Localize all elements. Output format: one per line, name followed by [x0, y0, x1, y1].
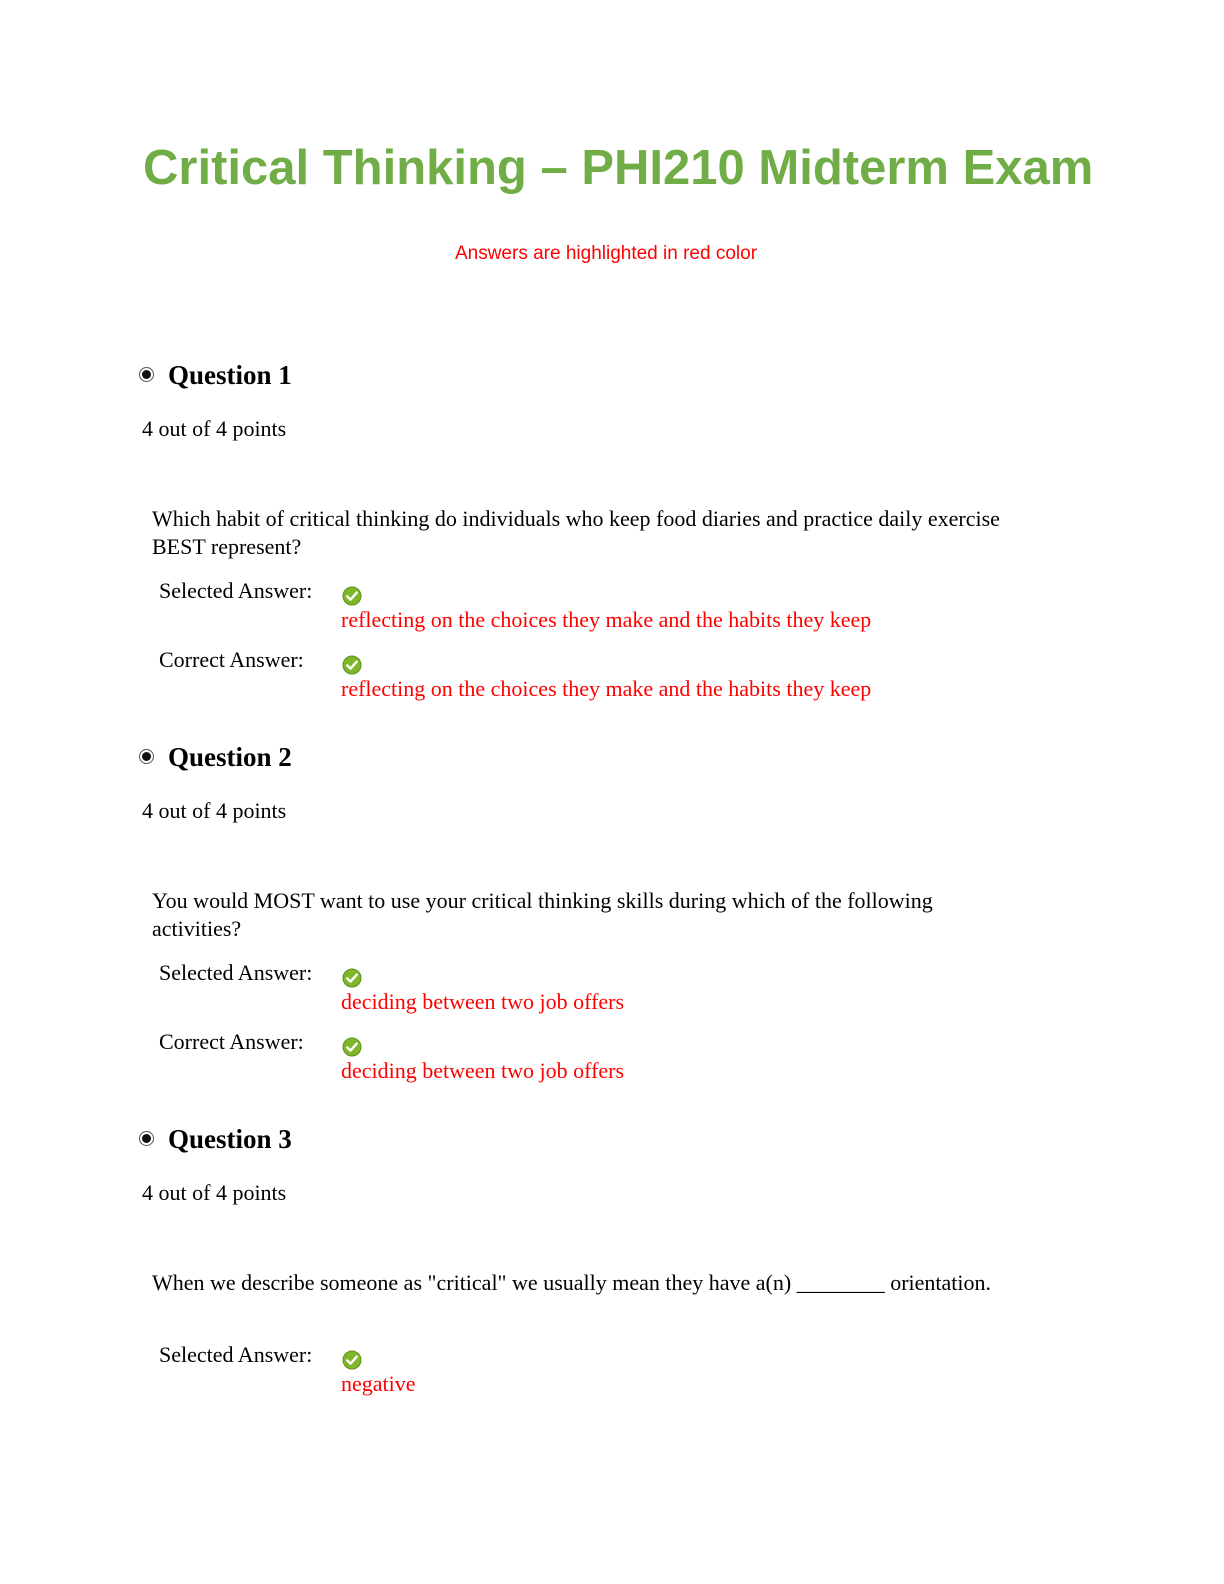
check-circle-icon [342, 968, 362, 988]
question-header: Question 1 [142, 360, 1042, 394]
question-title: Question 1 [168, 360, 292, 390]
question-block-1: Question 1 4 out of 4 points Which habit… [142, 360, 1042, 720]
check-circle-icon [342, 1037, 362, 1057]
question-title: Question 2 [168, 742, 292, 772]
correct-answer-label: Correct Answer: [159, 647, 304, 672]
check-circle-icon [342, 655, 362, 675]
question-header: Question 2 [142, 742, 1042, 776]
correct-answer-label: Correct Answer: [159, 1029, 304, 1054]
page-subtitle: Answers are highlighted in red color [454, 243, 758, 264]
question-points: 4 out of 4 points [142, 416, 287, 441]
question-prompt: Which habit of critical thinking do indi… [152, 506, 1000, 559]
selected-answer-text: reflecting on the choices they make and … [341, 607, 872, 632]
selected-answer-text: deciding between two job offers [341, 989, 625, 1014]
selected-answer-label: Selected Answer: [159, 578, 313, 603]
question-block-3: Question 3 4 out of 4 points When we des… [142, 1124, 1042, 1424]
question-prompt: You would MOST want to use your critical… [152, 888, 933, 941]
question-title: Question 3 [168, 1124, 292, 1154]
question-points: 4 out of 4 points [142, 1180, 287, 1205]
question-points: 4 out of 4 points [142, 798, 287, 823]
correct-answer-text: reflecting on the choices they make and … [341, 676, 872, 701]
bullet-icon [142, 752, 151, 761]
question-header: Question 3 [142, 1124, 1042, 1158]
check-circle-icon [342, 586, 362, 606]
selected-answer-label: Selected Answer: [159, 960, 313, 985]
selected-answer-label: Selected Answer: [159, 1342, 313, 1367]
page-title: Critical Thinking – PHI210 Midterm Exam [143, 141, 1094, 195]
question-prompt: When we describe someone as "critical" w… [152, 1270, 992, 1295]
check-circle-icon [342, 1350, 362, 1370]
selected-answer-text: negative [341, 1371, 416, 1396]
question-block-2: Question 2 4 out of 4 points You would M… [142, 742, 1042, 1102]
bullet-icon [142, 1134, 151, 1143]
bullet-icon [142, 370, 151, 379]
correct-answer-text: deciding between two job offers [341, 1058, 625, 1083]
